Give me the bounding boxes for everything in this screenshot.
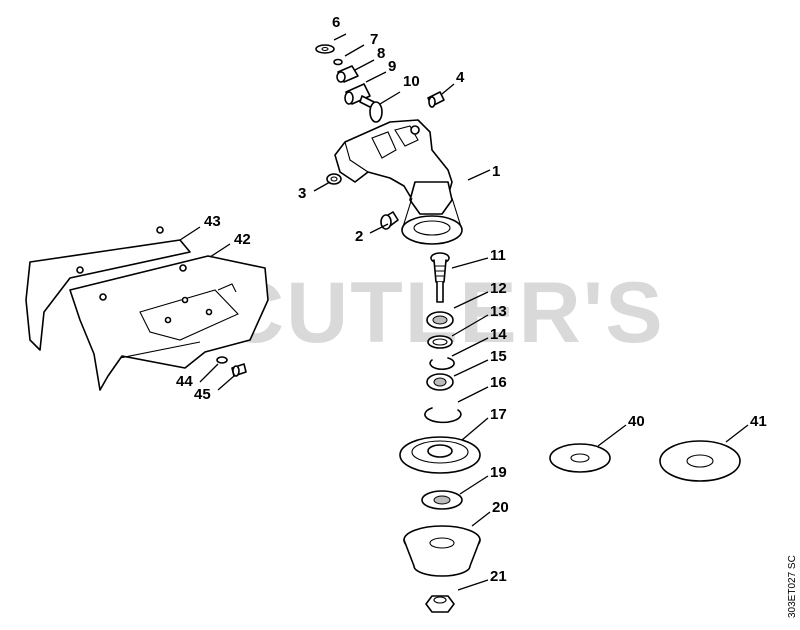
part-13-washer[interactable] xyxy=(427,335,453,349)
callout-41[interactable]: 41 xyxy=(750,413,767,430)
part-6-washer[interactable] xyxy=(315,44,335,54)
drawing-code: 303ET027 SC xyxy=(787,555,798,618)
part-16-circlip[interactable] xyxy=(424,407,462,424)
part-3-washer[interactable] xyxy=(326,173,342,185)
part-11-gear-shaft[interactable] xyxy=(430,252,450,303)
callout-8[interactable]: 8 xyxy=(377,45,385,62)
part-8-sleeve[interactable] xyxy=(336,65,359,83)
callout-20[interactable]: 20 xyxy=(492,499,509,516)
part-19-washer[interactable] xyxy=(421,490,463,510)
part-1-gear-head[interactable] xyxy=(334,119,463,245)
part-15-bearing[interactable] xyxy=(426,373,454,391)
part-2-bolt[interactable] xyxy=(380,211,399,230)
part-4-screw[interactable] xyxy=(427,91,445,108)
callout-1[interactable]: 1 xyxy=(492,163,500,180)
callout-7[interactable]: 7 xyxy=(370,31,378,48)
callout-45[interactable]: 45 xyxy=(194,386,211,403)
callout-19[interactable]: 19 xyxy=(490,464,507,481)
part-14-circlip[interactable] xyxy=(429,357,455,371)
part-44-washer[interactable] xyxy=(216,356,228,364)
part-43-shield-guard[interactable] xyxy=(25,239,191,351)
leader-lines xyxy=(179,33,749,591)
callout-44[interactable]: 44 xyxy=(176,373,193,390)
callout-14[interactable]: 14 xyxy=(490,326,507,343)
part-12-bearing[interactable] xyxy=(426,311,454,329)
part-17-thrust-plate[interactable] xyxy=(399,436,481,474)
callout-9[interactable]: 9 xyxy=(388,58,396,75)
callout-3[interactable]: 3 xyxy=(298,185,306,202)
part-40-disc[interactable] xyxy=(549,443,611,473)
callout-43[interactable]: 43 xyxy=(204,213,221,230)
callout-15[interactable]: 15 xyxy=(490,348,507,365)
callout-6[interactable]: 6 xyxy=(332,14,340,31)
callout-2[interactable]: 2 xyxy=(355,228,363,245)
callout-13[interactable]: 13 xyxy=(490,303,507,320)
callout-11[interactable]: 11 xyxy=(490,247,506,264)
part-10-screw[interactable] xyxy=(359,95,383,123)
part-9-sleeve[interactable] xyxy=(344,83,371,105)
part-45-screw[interactable] xyxy=(231,363,247,377)
callout-4[interactable]: 4 xyxy=(456,69,465,86)
part-7-ring[interactable] xyxy=(333,58,343,66)
part-42-deflector[interactable] xyxy=(69,226,269,391)
callout-labels: 1 2 3 4 6 7 8 9 10 11 12 13 14 15 16 17 … xyxy=(176,14,767,585)
callout-10[interactable]: 10 xyxy=(403,73,420,90)
part-41-disc[interactable] xyxy=(659,440,741,482)
callout-21[interactable]: 21 xyxy=(490,568,507,585)
callout-42[interactable]: 42 xyxy=(234,231,251,248)
callout-17[interactable]: 17 xyxy=(490,406,507,423)
callout-40[interactable]: 40 xyxy=(628,413,645,430)
callout-12[interactable]: 12 xyxy=(490,280,507,297)
callout-16[interactable]: 16 xyxy=(490,374,507,391)
part-20-cup[interactable] xyxy=(403,525,481,577)
part-21-nut[interactable] xyxy=(425,595,455,613)
